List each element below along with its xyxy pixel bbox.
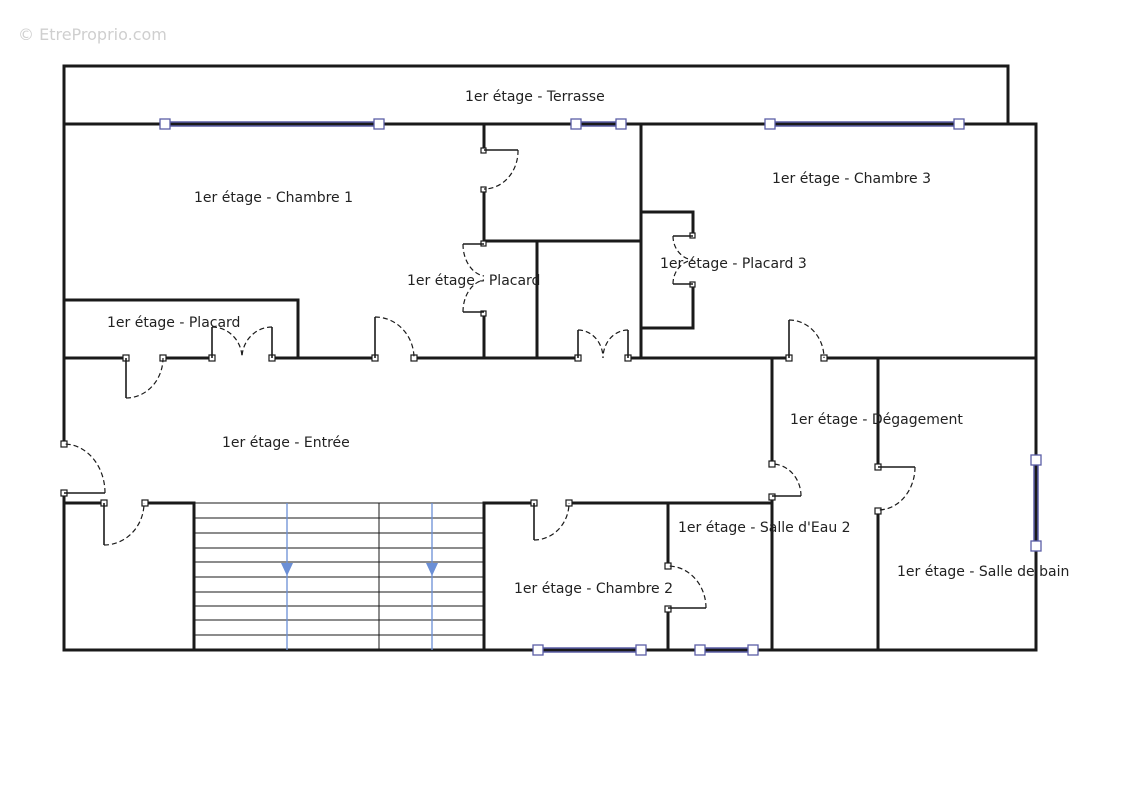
stair-arrow-down-icon (426, 563, 438, 576)
room-label-placard-left: 1er étage - Placard (107, 315, 240, 331)
doors (60, 147, 916, 613)
room-label-chambre-2: 1er étage - Chambre 2 (514, 581, 673, 597)
room-label-chambre-1: 1er étage - Chambre 1 (194, 190, 353, 206)
terrace-outline (62, 64, 1010, 126)
outer-walls (62, 122, 1038, 652)
stair-arrow-down-icon (281, 563, 293, 576)
room-label-salle-de-bain: 1er étage - Salle de bain (897, 564, 1069, 580)
windows (159, 118, 1042, 656)
room-label-entree: 1er étage - Entrée (222, 435, 350, 451)
room-label-salle-eau-2: 1er étage - Salle d'Eau 2 (678, 520, 851, 536)
room-label-terrasse: 1er étage - Terrasse (465, 89, 605, 105)
room-label-chambre-3: 1er étage - Chambre 3 (772, 171, 931, 187)
room-label-placard-center: 1er étage - Placard (407, 273, 540, 289)
watermark-text: © EtreProprio.com (18, 25, 167, 44)
room-labels: 1er étage - Terrasse 1er étage - Chambre… (107, 89, 1069, 597)
staircase (194, 502, 484, 650)
room-label-degagement: 1er étage - Dégagement (790, 412, 963, 428)
room-label-placard-3: 1er étage - Placard 3 (660, 256, 807, 272)
